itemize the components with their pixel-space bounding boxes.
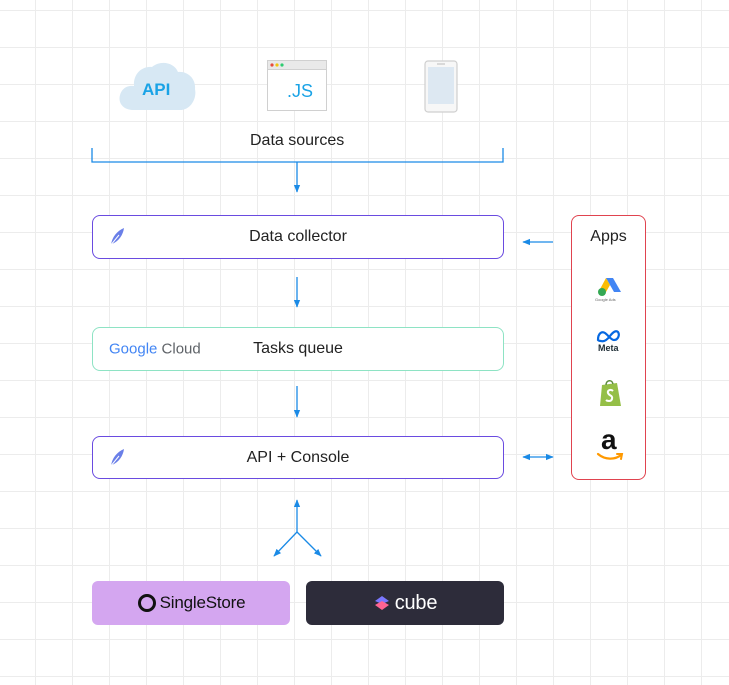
data-collector-label: Data collector (249, 228, 347, 245)
api-console-box: API + Console (92, 436, 504, 479)
data-sources-title: Data sources (250, 132, 345, 149)
singlestore-logo-icon (137, 594, 156, 612)
mobile-phone-icon (424, 60, 458, 113)
api-console-label: API + Console (246, 448, 350, 466)
api-cloud-label: API (142, 80, 171, 99)
apps-title: Apps (590, 228, 627, 245)
feather-logo-icon (109, 448, 124, 467)
singlestore-box: SingleStore (92, 581, 290, 625)
cube-label: cube (394, 591, 438, 614)
cube-box: cube (306, 581, 504, 625)
meta-icon: Meta (595, 329, 625, 355)
cube-logo-icon (374, 596, 389, 610)
browser-js-icon: .JS (267, 60, 327, 111)
amazon-icon: a (596, 424, 624, 464)
google-cloud-logo: Google Cloud (109, 340, 201, 358)
google-ads-icon: Google Ads (595, 276, 623, 306)
browser-js-label: .JS (287, 81, 314, 101)
shopify-icon (598, 379, 622, 408)
singlestore-label: SingleStore (159, 593, 246, 612)
apps-panel: Apps Google Ads Meta a (571, 215, 646, 480)
tasks-queue-label: Tasks queue (253, 340, 343, 357)
tasks-queue-box: Google Cloud Tasks queue (92, 327, 504, 371)
feather-logo-icon (109, 228, 124, 247)
api-cloud-icon: API (118, 58, 198, 112)
data-collector-box: Data collector (92, 215, 504, 259)
